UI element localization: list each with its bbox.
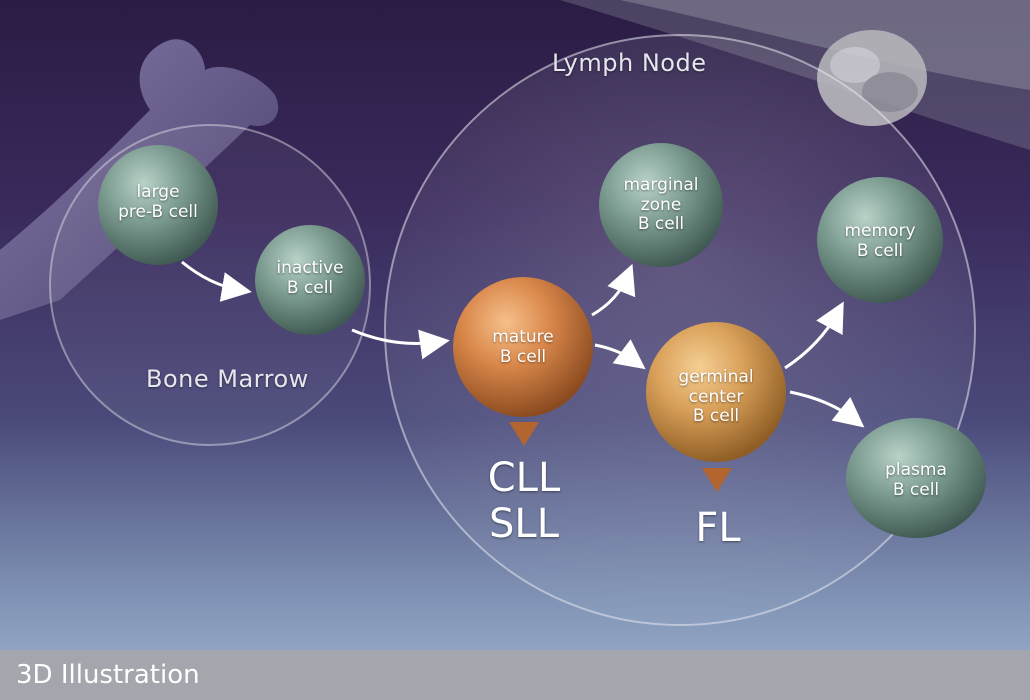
mature-b-cell-label: mature B cell (458, 327, 588, 367)
cell-mature-b (453, 277, 593, 417)
plasma-b-line1: plasma (885, 460, 947, 480)
flow-arrows (181, 260, 865, 428)
marker-mature (509, 422, 539, 446)
memory-b-cell-label: memory B cell (815, 221, 945, 261)
disease-fl: FL (695, 505, 741, 551)
marginal-zone-line2: zone (640, 194, 682, 215)
cell-memory-b (817, 177, 943, 303)
mature-b-line1: mature (492, 327, 554, 347)
memory-b-line1: memory (844, 221, 916, 241)
arrow-inactive-to-mature (351, 328, 450, 360)
arrow-germinal-to-memory (784, 301, 844, 370)
inactive-b-line2: B cell (286, 277, 334, 298)
cell-germinal-center-b (646, 322, 786, 462)
inactive-b-line1: inactive (276, 258, 344, 278)
disease-sll: SLL (489, 501, 559, 547)
large-pre-b-line1: large (136, 182, 180, 202)
arrow-germinal-to-plasma (789, 390, 865, 428)
mature-b-line2: B cell (499, 346, 547, 367)
marginal-zone-line3: B cell (637, 214, 685, 235)
germinal-center-line2: center (688, 386, 744, 407)
plasma-b-cell-label: plasma B cell (851, 460, 981, 500)
marginal-zone-b-cell-label: marginal zone B cell (596, 175, 726, 235)
cell-marginal-zone-b (599, 143, 723, 267)
cell-inactive-b (255, 225, 365, 335)
mature-disease-label: CLL SLL (464, 455, 584, 547)
footer-caption: 3D Illustration (0, 650, 1030, 700)
germinal-disease-label: FL (658, 505, 778, 551)
lymph-node-label: Lymph Node (552, 49, 707, 77)
bone-marrow-label: Bone Marrow (146, 365, 309, 393)
marginal-zone-line1: marginal (623, 175, 699, 195)
lymph-node-region (384, 34, 976, 626)
large-pre-b-line2: pre-B cell (118, 201, 198, 222)
memory-b-line2: B cell (856, 240, 904, 261)
germinal-center-line1: germinal (678, 367, 754, 387)
germinal-center-line3: B cell (692, 406, 740, 427)
cell-plasma-b (846, 418, 986, 538)
arrow-mature-to-germinal (594, 339, 646, 370)
arrow-pre-to-inactive (181, 260, 252, 302)
cell-large-pre-b (98, 145, 218, 265)
plasma-b-line2: B cell (892, 479, 940, 500)
inactive-b-cell-label: inactive B cell (245, 258, 375, 298)
germinal-center-b-cell-label: germinal center B cell (651, 367, 781, 427)
large-pre-b-cell-label: large pre-B cell (93, 182, 223, 222)
arrow-mature-to-marginal (591, 263, 636, 317)
marker-germinal (702, 468, 732, 492)
disease-cll: CLL (487, 455, 561, 501)
